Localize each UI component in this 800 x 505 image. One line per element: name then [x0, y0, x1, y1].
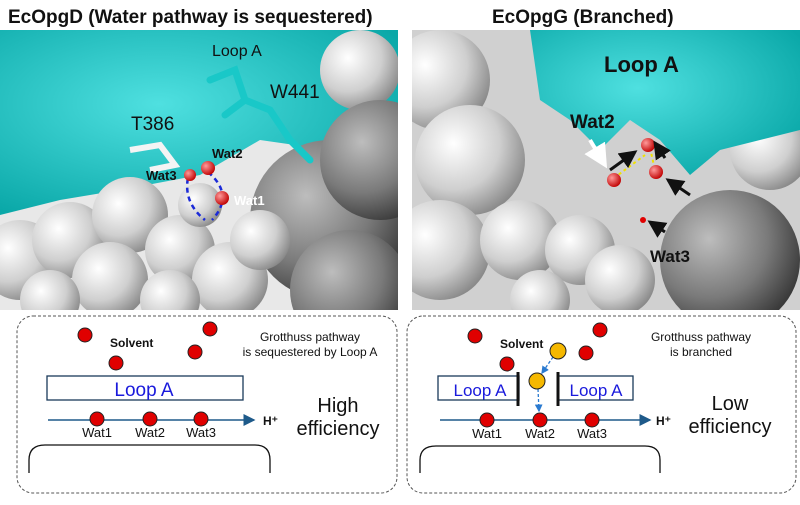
branch-water-yellow [528, 372, 546, 390]
right-note-line2: is branched [670, 345, 732, 359]
left-schematic: Solvent Grotthuss pathway is sequestered… [16, 315, 398, 494]
wat2-sphere [201, 161, 215, 175]
solvent-water-dots [77, 321, 218, 371]
left-structure-image: Loop A W441 T386 Wat2 Wat3 Wat1 [0, 30, 398, 310]
right-loop-label: Loop A [604, 52, 679, 77]
left-wat3: Wat3 [186, 425, 216, 440]
right-loop-left-label: Loop A [454, 381, 508, 400]
left-wat1-label: Wat1 [234, 193, 265, 208]
right-wat3-label: Wat3 [650, 247, 690, 266]
right-efficiency-line1: Low [712, 393, 749, 415]
left-efficiency-line1: High [317, 395, 358, 417]
right-proton-label: H⁺ [656, 414, 671, 428]
left-note-line2: is sequestered by Loop A [243, 345, 378, 359]
right-wat3: Wat3 [577, 426, 607, 441]
left-panel-title: EcOpgD (Water pathway is sequestered) [8, 7, 373, 28]
right-efficiency-line2: efficiency [688, 416, 771, 438]
t386-label: T386 [131, 114, 174, 135]
right-wat2: Wat2 [525, 426, 555, 441]
left-wat2-label: Wat2 [212, 146, 243, 161]
left-protein-arch [28, 444, 271, 473]
right-solvent-label: Solvent [500, 337, 543, 351]
left-proton-label: H⁺ [263, 414, 278, 428]
right-loop-right-label: Loop A [570, 381, 624, 400]
left-efficiency-line2: efficiency [296, 418, 379, 440]
left-loop-box-label: Loop A [114, 380, 173, 401]
right-schematic: Solvent Grotthuss pathway is branched Lo… [406, 315, 797, 494]
wat3-sphere [184, 169, 196, 181]
left-solvent-label: Solvent [110, 336, 153, 350]
right-panel-title: EcOpgG (Branched) [492, 7, 674, 28]
left-note-line1: Grotthuss pathway [260, 330, 360, 344]
left-loop-label: Loop A [212, 43, 262, 60]
wat1-sphere [215, 191, 229, 205]
right-wat2-label: Wat2 [570, 112, 615, 133]
right-wat1: Wat1 [472, 426, 502, 441]
left-wat3-label: Wat3 [146, 168, 177, 183]
left-loop-box [46, 375, 244, 401]
solvent-water-yellow [549, 342, 567, 360]
right-structure-image: Loop A Wat2 Wat3 [412, 30, 800, 310]
right-note-line1: Grotthuss pathway [651, 330, 751, 344]
left-wat1: Wat1 [82, 425, 112, 440]
left-wat2: Wat2 [135, 425, 165, 440]
w441-label: W441 [270, 82, 320, 103]
